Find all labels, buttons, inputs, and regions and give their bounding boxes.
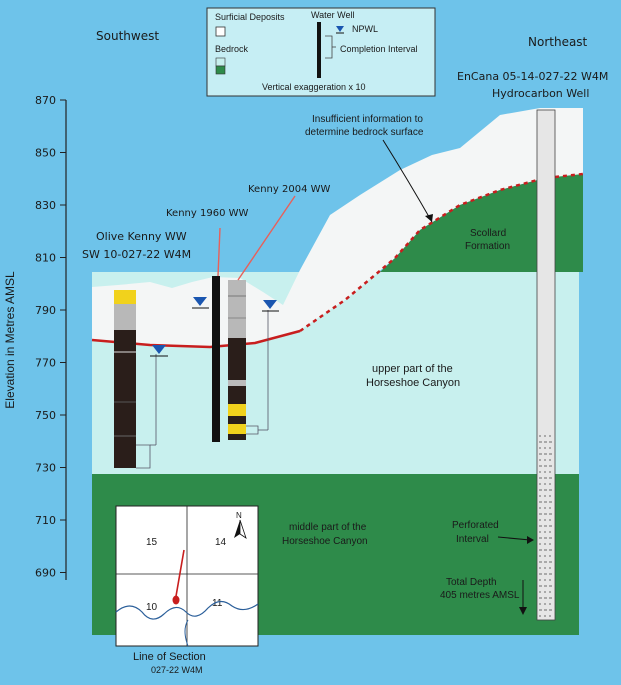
legend-surficial-label: Surficial Deposits bbox=[215, 12, 285, 22]
legend-vexag-label: Vertical exaggeration x 10 bbox=[262, 82, 366, 92]
legend-bedrock-label: Bedrock bbox=[215, 44, 249, 54]
encana-well-type: Hydrocarbon Well bbox=[492, 87, 589, 100]
kenny-2004-npwl-icon bbox=[263, 300, 277, 309]
insufficient-info-arrow bbox=[382, 139, 433, 223]
inset-creek bbox=[184, 619, 189, 647]
y-tick-label: 850 bbox=[35, 147, 56, 160]
y-tick-label: 810 bbox=[35, 252, 56, 265]
y-tick-label: 770 bbox=[35, 357, 56, 370]
kenny-2004-label: Kenny 2004 WW bbox=[248, 184, 331, 195]
y-tick-label: 750 bbox=[35, 409, 56, 422]
perforated-label-1: Perforated bbox=[452, 520, 499, 531]
inset-section-11: 11 bbox=[212, 598, 223, 609]
encana-well-column bbox=[536, 109, 556, 621]
inset-caption-2: 027-22 W4M bbox=[151, 665, 203, 675]
legend: Surficial Deposits Bedrock Water Well NP… bbox=[206, 7, 436, 97]
southwest-label: Southwest bbox=[96, 29, 159, 43]
legend-bedrock-swatch-lower bbox=[215, 65, 226, 75]
inset-line-of-section bbox=[174, 549, 185, 603]
upper-hc-label-1: upper part of the bbox=[372, 363, 453, 375]
bedrock-surface-inferred-line bbox=[299, 172, 584, 333]
inset-section-15: 15 bbox=[146, 537, 158, 548]
middle-hc-label-2: Horseshoe Canyon bbox=[282, 536, 368, 547]
y-axis-ticks: 870 850 830 810 790 770 750 730 710 690 bbox=[35, 94, 66, 580]
legend-water-well-label: Water Well bbox=[311, 10, 355, 20]
y-tick-label: 830 bbox=[35, 199, 56, 212]
inset-map: 15 14 10 11 N bbox=[115, 505, 259, 647]
legend-completion-label: Completion Interval bbox=[340, 44, 418, 54]
inset-caption-1: Line of Section bbox=[133, 651, 206, 663]
inset-site-marker bbox=[172, 595, 180, 605]
legend-npwl-label: NPWL bbox=[352, 24, 378, 34]
legend-well-symbol bbox=[317, 22, 321, 78]
inset-section-10: 10 bbox=[146, 602, 158, 613]
olive-kenny-npwl-icon bbox=[152, 345, 166, 354]
y-tick-label: 690 bbox=[35, 567, 56, 580]
legend-surficial-swatch bbox=[215, 26, 226, 37]
encana-well-name: EnCana 05-14-027-22 W4M bbox=[457, 70, 608, 83]
scollard-formation-layer bbox=[380, 174, 583, 272]
encana-perforated-interval bbox=[539, 435, 553, 617]
y-axis-label: Elevation in Metres AMSL bbox=[3, 271, 17, 409]
kenny-1960-label: Kenny 1960 WW bbox=[166, 208, 249, 219]
middle-hc-label-1: middle part of the bbox=[289, 522, 367, 533]
north-arrow-icon: N bbox=[234, 511, 247, 539]
upper-hc-label-2: Horseshoe Canyon bbox=[366, 377, 460, 389]
insufficient-info-label-1: Insufficient information to bbox=[312, 114, 423, 125]
scollard-label-2: Formation bbox=[465, 241, 510, 252]
perforated-arrow bbox=[497, 536, 531, 541]
inset-river bbox=[115, 600, 259, 620]
total-depth-label-2: 405 metres AMSL bbox=[440, 590, 520, 601]
scollard-label-1: Scollard bbox=[470, 228, 506, 239]
total-depth-label-1: Total Depth bbox=[446, 577, 497, 588]
olive-kenny-completion-bracket bbox=[136, 444, 151, 469]
y-tick-label: 790 bbox=[35, 304, 56, 317]
northeast-label: Northeast bbox=[528, 35, 588, 49]
olive-kenny-location: SW 10-027-22 W4M bbox=[82, 248, 191, 261]
kenny-1960-well-column bbox=[212, 276, 220, 442]
perforated-label-2: Interval bbox=[456, 534, 489, 545]
olive-kenny-well-column bbox=[114, 290, 136, 468]
y-tick-label: 710 bbox=[35, 514, 56, 527]
inset-section-14: 14 bbox=[215, 537, 227, 548]
y-tick-label: 870 bbox=[35, 94, 56, 107]
legend-npwl-icon bbox=[336, 26, 344, 32]
svg-text:N: N bbox=[236, 511, 242, 520]
legend-bedrock-swatch-upper bbox=[215, 57, 226, 67]
kenny-1960-npwl-icon bbox=[193, 297, 207, 306]
olive-kenny-name: Olive Kenny WW bbox=[96, 230, 187, 243]
insufficient-info-label-2: determine bedrock surface bbox=[305, 127, 424, 138]
y-tick-label: 730 bbox=[35, 462, 56, 475]
